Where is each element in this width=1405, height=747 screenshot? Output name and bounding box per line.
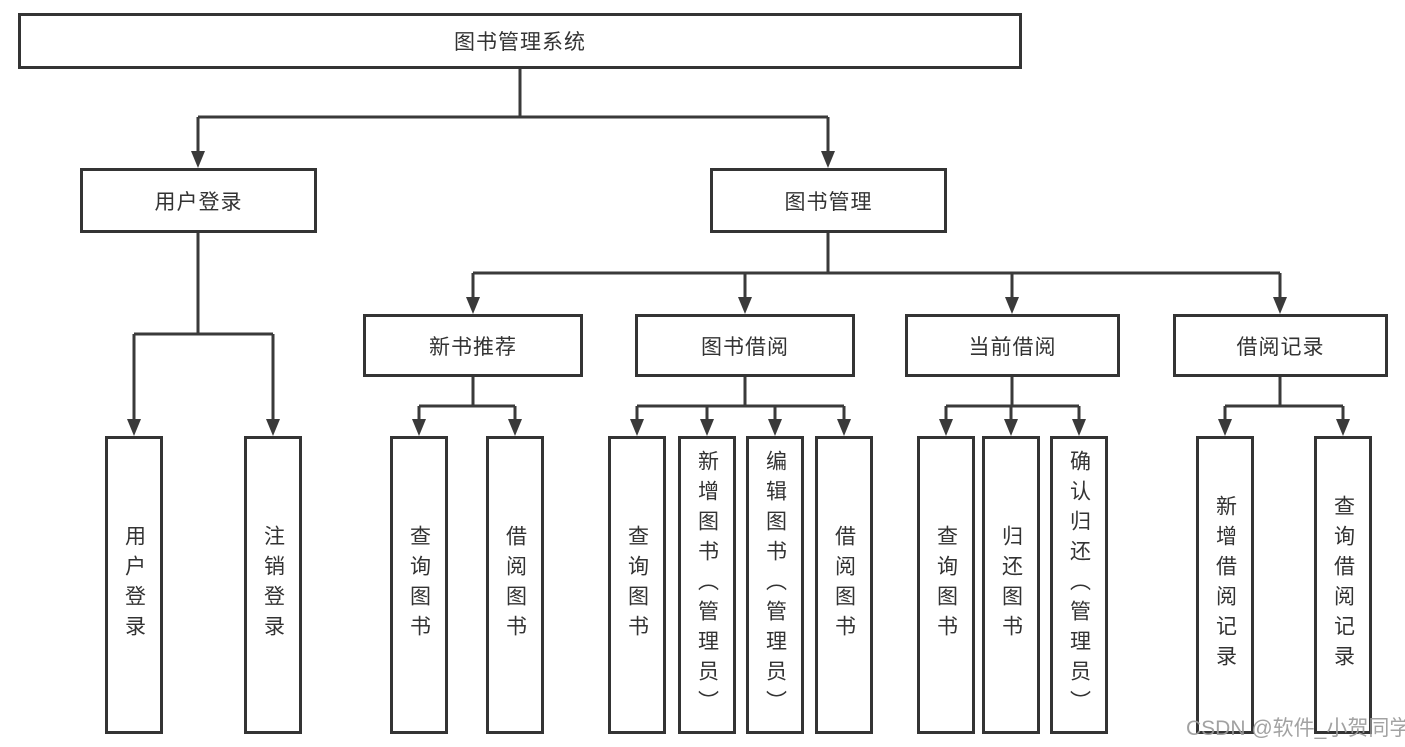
node-current-borrowing: 当前借阅 — [905, 314, 1120, 377]
arrow-icon — [1273, 297, 1287, 314]
arrow-icon — [837, 419, 851, 436]
leaf-add-book-admin: 新增图书（管理员） — [678, 436, 736, 734]
arrow-icon — [1218, 419, 1232, 436]
leaf-edit-book-admin-label: 编辑图书（管理员） — [763, 450, 787, 720]
node-book-management: 图书管理 — [710, 168, 947, 233]
arrow-icon — [1336, 419, 1350, 436]
leaf-return-book-label: 归还图书 — [999, 525, 1023, 645]
node-library-management-system: 图书管理系统 — [18, 13, 1022, 69]
node-book-borrowing: 图书借阅 — [635, 314, 855, 377]
leaf-query-borrow-record-label: 查询借阅记录 — [1331, 495, 1355, 675]
arrow-icon — [700, 419, 714, 436]
leaf-borrow-books-newbook: 借阅图书 — [486, 436, 544, 734]
leaf-query-books-newbook: 查询图书 — [390, 436, 448, 734]
arrow-icon — [191, 151, 205, 168]
leaf-query-books-borrowing: 查询图书 — [608, 436, 666, 734]
arrow-icon — [466, 297, 480, 314]
csdn-watermark: CSDN @软件_小贺同学 — [1186, 717, 1405, 740]
arrow-icon — [1072, 419, 1086, 436]
leaf-query-books-borrowing-label: 查询图书 — [625, 525, 649, 645]
arrow-icon — [738, 297, 752, 314]
arrow-icon — [768, 419, 782, 436]
leaf-logout-label: 注销登录 — [261, 525, 285, 645]
arrow-icon — [127, 419, 141, 436]
arrow-icon — [821, 151, 835, 168]
leaf-borrow-books-borrowing: 借阅图书 — [815, 436, 873, 734]
leaf-user-login-label: 用户登录 — [122, 525, 146, 645]
leaf-query-books-current: 查询图书 — [917, 436, 975, 734]
node-borrowing-records: 借阅记录 — [1173, 314, 1388, 377]
leaf-logout: 注销登录 — [244, 436, 302, 734]
leaf-add-borrow-record: 新增借阅记录 — [1196, 436, 1254, 734]
arrow-icon — [630, 419, 644, 436]
leaf-add-borrow-record-label: 新增借阅记录 — [1213, 495, 1237, 675]
leaf-query-borrow-record: 查询借阅记录 — [1314, 436, 1372, 734]
arrow-icon — [1005, 297, 1019, 314]
leaf-borrow-books-newbook-label: 借阅图书 — [503, 525, 527, 645]
arrow-icon — [939, 419, 953, 436]
arrow-icon — [508, 419, 522, 436]
leaf-user-login: 用户登录 — [105, 436, 163, 734]
arrow-icon — [266, 419, 280, 436]
leaf-confirm-return-admin-label: 确认归还（管理员） — [1067, 450, 1091, 720]
leaf-add-book-admin-label: 新增图书（管理员） — [695, 450, 719, 720]
leaf-return-book: 归还图书 — [982, 436, 1040, 734]
leaf-confirm-return-admin: 确认归还（管理员） — [1050, 436, 1108, 734]
arrow-icon — [1004, 419, 1018, 436]
leaf-borrow-books-borrowing-label: 借阅图书 — [832, 525, 856, 645]
node-new-book-recommendation: 新书推荐 — [363, 314, 583, 377]
leaf-query-books-newbook-label: 查询图书 — [407, 525, 431, 645]
leaf-edit-book-admin: 编辑图书（管理员） — [746, 436, 804, 734]
arrow-icon — [412, 419, 426, 436]
leaf-query-books-current-label: 查询图书 — [934, 525, 958, 645]
node-user-login: 用户登录 — [80, 168, 317, 233]
